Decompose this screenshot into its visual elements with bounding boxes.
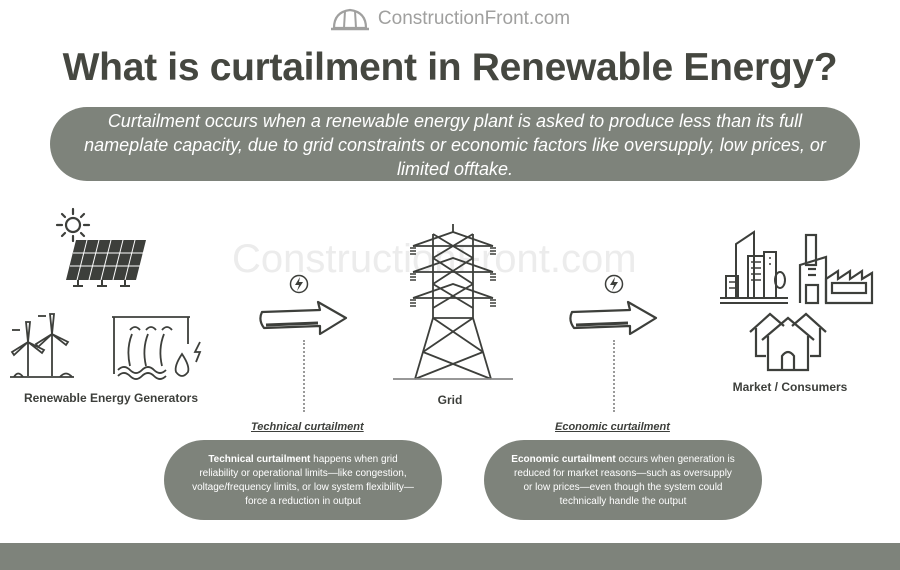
solar-panel-icon	[66, 240, 146, 287]
technical-curtailment-label: Technical curtailment	[251, 421, 364, 433]
sun-icon	[55, 207, 91, 243]
arrow-right-icon	[569, 300, 658, 336]
city-buildings-icon	[720, 230, 788, 304]
economic-connector	[613, 340, 615, 412]
lightning-bolt-icon	[604, 274, 624, 294]
market-label: Market / Consumers	[732, 380, 848, 394]
definition-banner: Curtailment occurs when a renewable ener…	[50, 107, 860, 181]
hydro-dam-icon	[112, 316, 202, 380]
transmission-tower-icon	[393, 224, 513, 380]
technical-connector	[303, 340, 305, 412]
economic-curtailment-label: Economic curtailment	[555, 421, 670, 433]
technical-description: Technical curtailment happens when grid …	[164, 440, 442, 520]
factory-icon	[798, 233, 874, 305]
footer-bar	[0, 543, 900, 570]
economic-description-lead: Economic curtailment	[511, 454, 616, 465]
wind-turbine-icon	[10, 313, 74, 378]
hard-hat-icon	[330, 8, 369, 31]
grid-label: Grid	[437, 393, 463, 407]
brand-name: ConstructionFront.com	[377, 8, 571, 29]
brand-header: ConstructionFront.com	[0, 6, 900, 32]
economic-description-body: occurs when generation is reduced for ma…	[514, 454, 735, 507]
page-title: What is curtailment in Renewable Energy?	[62, 46, 838, 89]
houses-icon	[749, 312, 827, 372]
generators-label: Renewable Energy Generators	[23, 391, 199, 405]
economic-description: Economic curtailment occurs when generat…	[484, 440, 762, 520]
technical-description-lead: Technical curtailment	[208, 454, 311, 465]
lightning-bolt-icon	[289, 274, 309, 294]
arrow-right-icon	[259, 300, 348, 336]
technical-description-body: happens when grid reliability or operati…	[192, 454, 414, 507]
